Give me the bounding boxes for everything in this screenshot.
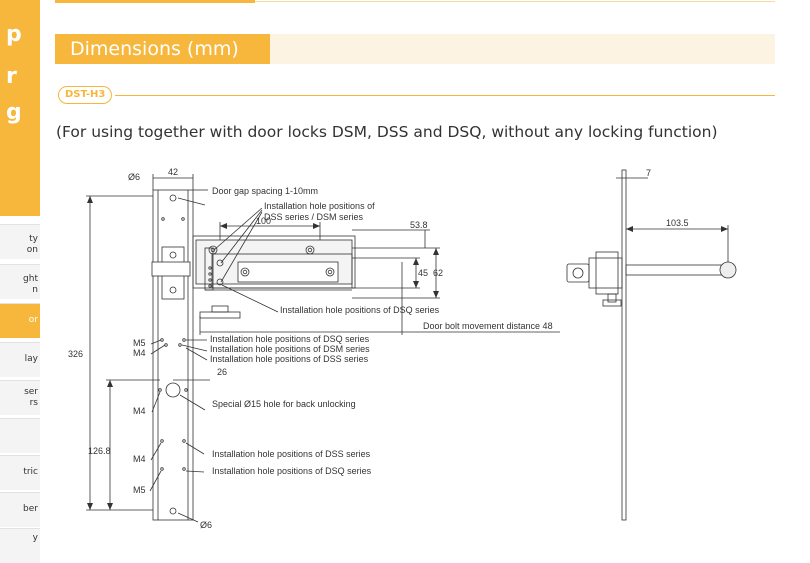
label-install-dsq-top: Installation hole positions of DSQ serie… [280, 305, 440, 315]
sidebar-item-label: ser rs [24, 387, 38, 408]
sidebar-item-label: ght n [23, 274, 38, 295]
sidebar-item-label: ty on [26, 234, 38, 255]
sidebar-letter: g [6, 100, 22, 125]
model-tag: DST-H3 [58, 86, 113, 104]
dim-126-8: 126.8 [88, 446, 111, 456]
front-plate [152, 189, 194, 521]
dim-62: 62 [433, 268, 443, 278]
label-install-dsq-low: Installation hole positions of DSQ serie… [212, 466, 372, 476]
top-hole [169, 194, 177, 202]
sidebar-item[interactable]: ght n [0, 264, 40, 299]
sidebar-letter: r [6, 64, 17, 89]
label-install-dss-low: Installation hole positions of DSS serie… [212, 449, 371, 459]
label-m4-mid: M4 [133, 406, 146, 416]
dim-26: 26 [217, 367, 227, 377]
sidebar-item[interactable]: tric [0, 455, 40, 490]
side-plate [621, 169, 627, 521]
dim-45: 45 [418, 268, 428, 278]
dim-326: 326 [68, 349, 83, 359]
sidebar-item-label: lay [24, 354, 38, 364]
top-accent-bar [55, 0, 255, 3]
subtitle: (For using together with door locks DSM,… [56, 123, 718, 141]
label-m4-low: M4 [133, 454, 146, 464]
label-install-dss-mid: Installation hole positions of DSS serie… [210, 354, 369, 364]
sidebar-item-label: ber [23, 504, 38, 514]
dim-53-8: 53.8 [410, 220, 428, 230]
bottom-hole [169, 507, 177, 515]
sidebar-item[interactable]: ber [0, 492, 40, 527]
sidebar-item[interactable] [0, 418, 40, 453]
label-m5-low: M5 [133, 485, 146, 495]
sidebar-item-label: y [32, 533, 38, 543]
sidebar-item-label: or [28, 315, 38, 325]
label-bolt-movement: Door bolt movement distance 48 [423, 321, 553, 331]
sidebar-letter: p [6, 22, 22, 47]
label-install-dsm-mid: Installation hole positions of DSM serie… [210, 344, 370, 354]
model-divider [115, 95, 775, 96]
dim-100: 100 [256, 216, 271, 226]
label-install-dss-dsm-1: Installation hole positions of [264, 201, 375, 211]
top-divider [255, 1, 775, 2]
sidebar-brand-panel: p r g [0, 0, 40, 216]
dim-width-top: 42 [168, 167, 178, 177]
section-title: Dimensions (mm) [55, 34, 270, 64]
sidebar-item[interactable]: lay [0, 342, 40, 377]
label-m5-top: M5 [133, 338, 146, 348]
sidebar-item[interactable]: ser rs [0, 380, 40, 415]
label-special-hole: Special Ø15 hole for back unlocking [212, 399, 356, 409]
special-hole [165, 382, 181, 398]
sidebar-item-label: tric [23, 467, 38, 477]
dim-dia-bottom: Ø6 [200, 520, 212, 530]
dimension-drawing: Ø6 42 Door gap spacing 1-10mm Installati… [68, 167, 737, 530]
sidebar-item-active[interactable]: or [0, 303, 40, 338]
dim-dia-top: Ø6 [128, 172, 140, 182]
sidebar-item[interactable]: ty on [0, 224, 40, 259]
label-m4-top: M4 [133, 348, 146, 358]
label-door-gap: Door gap spacing 1-10mm [212, 186, 318, 196]
dim-side-7: 7 [646, 168, 651, 178]
label-install-dsq-mid: Installation hole positions of DSQ serie… [210, 334, 370, 344]
label-install-dss-dsm-2: DSS series / DSM series [264, 212, 364, 222]
sidebar: p r g ty on ght n or lay ser rs tric ber… [0, 0, 40, 563]
dim-side-103-5: 103.5 [666, 218, 689, 228]
